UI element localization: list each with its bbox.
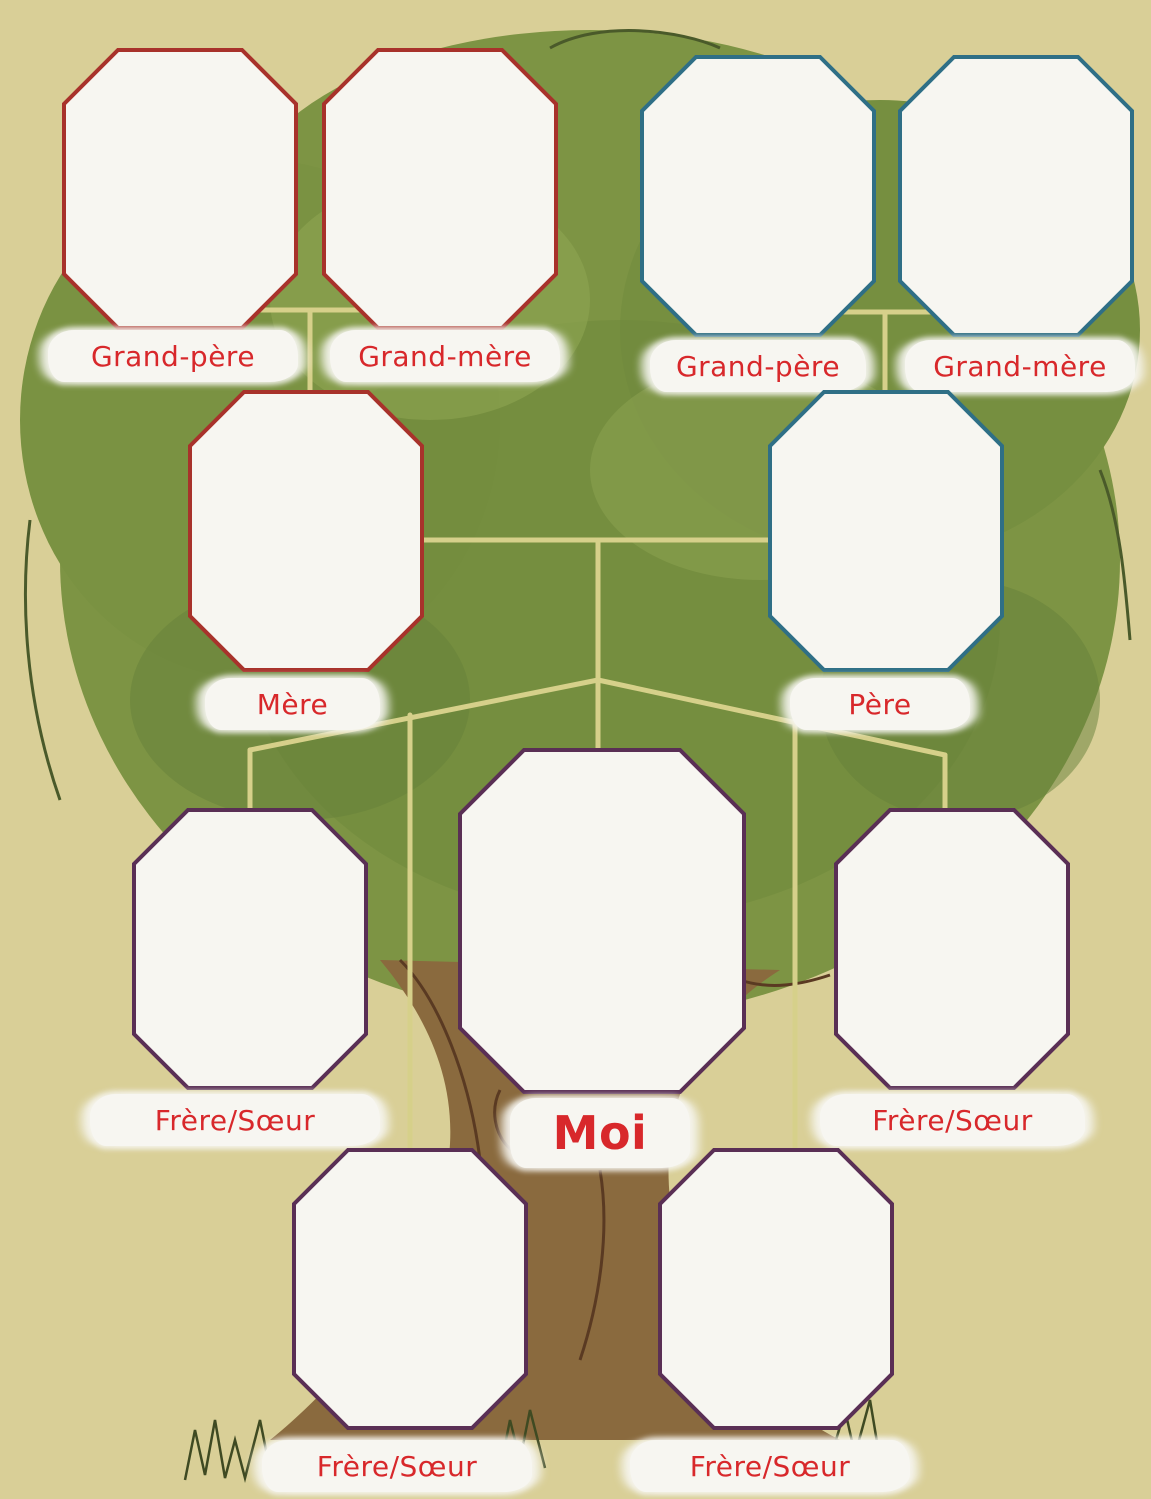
label-mother: Mère bbox=[205, 678, 380, 730]
photo-frame-maternal-grandmother[interactable] bbox=[322, 48, 558, 330]
photo-frame-mother[interactable] bbox=[188, 390, 424, 672]
photo-frame-paternal-grandfather[interactable] bbox=[640, 55, 876, 337]
label-paternal-grandmother: Grand-mère bbox=[905, 340, 1135, 392]
photo-frame-sibling-1[interactable] bbox=[132, 808, 368, 1090]
label-sibling-4: Frère/Sœur bbox=[630, 1440, 910, 1492]
photo-frame-sibling-4[interactable] bbox=[658, 1148, 894, 1430]
label-father: Père bbox=[790, 678, 970, 730]
label-sibling-1: Frère/Sœur bbox=[90, 1094, 380, 1146]
label-sibling-3: Frère/Sœur bbox=[262, 1440, 532, 1492]
label-maternal-grandfather: Grand-père bbox=[48, 330, 298, 382]
photo-frame-sibling-3[interactable] bbox=[292, 1148, 528, 1430]
photo-frame-paternal-grandmother[interactable] bbox=[898, 55, 1134, 337]
label-sibling-2: Frère/Sœur bbox=[820, 1094, 1085, 1146]
photo-frame-father[interactable] bbox=[768, 390, 1004, 672]
photo-frame-self[interactable] bbox=[458, 748, 746, 1094]
label-paternal-grandfather: Grand-père bbox=[650, 340, 866, 392]
label-maternal-grandmother: Grand-mère bbox=[330, 330, 560, 382]
photo-frame-maternal-grandfather[interactable] bbox=[62, 48, 298, 330]
photo-frame-sibling-2[interactable] bbox=[834, 808, 1070, 1090]
